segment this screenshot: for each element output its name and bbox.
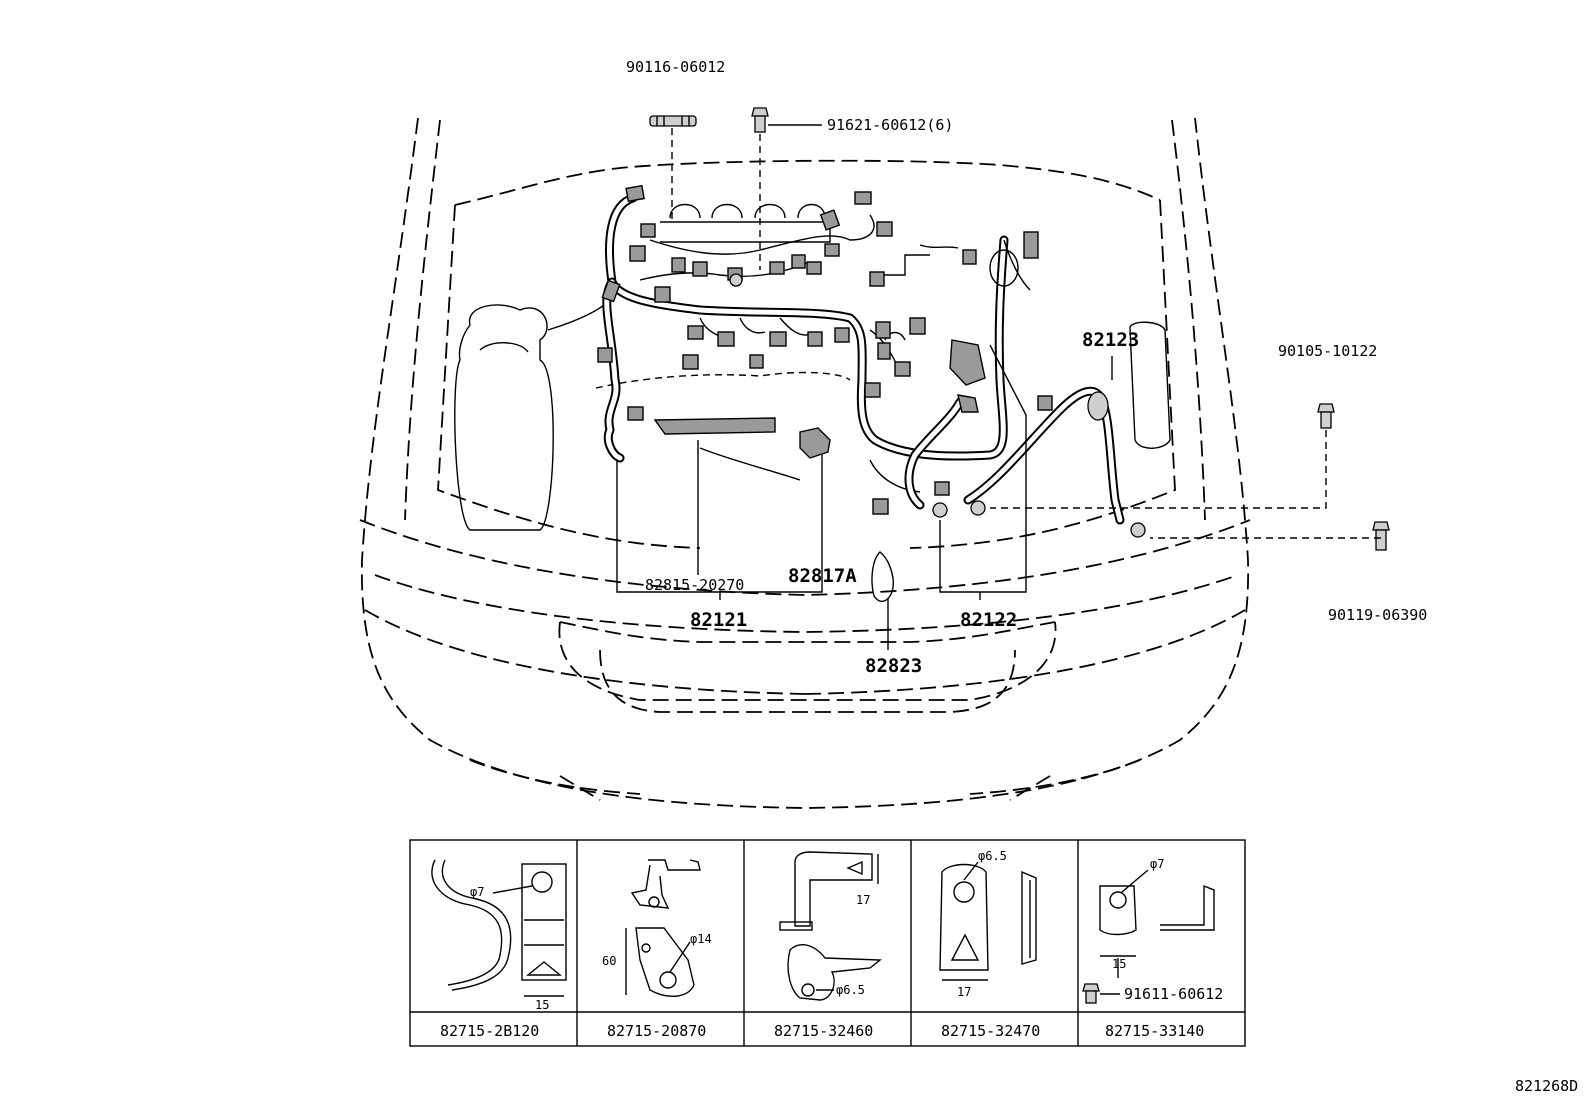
- ground-point: [1130, 522, 1146, 538]
- harness-connectors: [597, 184, 1053, 515]
- ground-point: [970, 500, 986, 516]
- wire-harness: [602, 193, 1125, 525]
- clamp-5-part-number: 82715-33140: [1105, 1022, 1204, 1040]
- ground-point: [729, 273, 743, 287]
- clamp-5-dim-width: 15: [1112, 957, 1126, 971]
- clamp-82715-20870-drawing: φ14 60 82715-20870: [602, 859, 712, 1040]
- leader-lines: [616, 124, 1381, 650]
- label-90105-10122: 90105-10122: [1278, 342, 1377, 360]
- label-91621-60612: 91621-60612(6): [827, 116, 953, 134]
- figure-id: 821268D: [1515, 1077, 1578, 1095]
- bolt-90105-icon: [1317, 403, 1335, 429]
- bolt-90119-icon: [1372, 521, 1390, 551]
- label-90116-06012: 90116-06012: [626, 58, 725, 76]
- vehicle-outline: [359, 117, 1251, 809]
- clamp-82715-33140-drawing: φ7 15 91611-60612 82715-33140: [1082, 857, 1223, 1040]
- bolt-91611-icon: [1082, 983, 1100, 1004]
- stud-bolt-icon: [649, 115, 697, 127]
- clamp-table: φ7 15 82715-2B120 φ14 60 82715-20870: [409, 839, 1246, 1047]
- clamp-82715-2B120-drawing: φ7 15 82715-2B120: [431, 859, 567, 1040]
- clamp-1-part-number: 82715-2B120: [440, 1022, 539, 1040]
- clamp-2-dim-height: 60: [602, 954, 616, 968]
- clamp-1-dim-width: 15: [535, 998, 549, 1012]
- ground-points: [729, 273, 1146, 603]
- label-82815-20270: 82815-20270: [645, 576, 744, 594]
- fastener-icons: [649, 107, 1390, 551]
- clamp-2-part-number: 82715-20870: [607, 1022, 706, 1040]
- label-82122: 82122: [960, 609, 1017, 631]
- callout-labels: 90116-06012 91621-60612(6) 82123 90105-1…: [626, 58, 1427, 677]
- clamp-2-dim-diameter: φ14: [690, 932, 712, 946]
- clamp-5-dim-diameter: φ7: [1150, 857, 1164, 871]
- label-90119-06390: 90119-06390: [1328, 606, 1427, 624]
- clamp-3-dim-height: 17: [856, 893, 870, 907]
- engine-bay-components: [454, 203, 1171, 531]
- label-82121: 82121: [690, 609, 747, 631]
- ground-point: [932, 502, 948, 518]
- label-82817a: 82817A: [788, 565, 857, 587]
- grommet-82823: [871, 551, 894, 603]
- bolt-91621-icon: [751, 107, 769, 133]
- clamp-3-dim-diameter: φ6.5: [836, 983, 865, 997]
- clamp-82715-32470-drawing: φ6.5 17 82715-32470: [939, 849, 1040, 1040]
- clamp-5-bolt-number: 91611-60612: [1124, 985, 1223, 1003]
- clamp-4-part-number: 82715-32470: [941, 1022, 1040, 1040]
- clamp-4-dim-diameter: φ6.5: [978, 849, 1007, 863]
- clamp-3-part-number: 82715-32460: [774, 1022, 873, 1040]
- label-82123: 82123: [1082, 329, 1139, 351]
- clamp-4-dim-width: 17: [957, 985, 971, 999]
- clamp-82715-32460-drawing: 17 φ6.5 82715-32460: [774, 851, 882, 1040]
- label-82823: 82823: [865, 655, 922, 677]
- clamp-1-dim-diameter: φ7: [470, 885, 484, 899]
